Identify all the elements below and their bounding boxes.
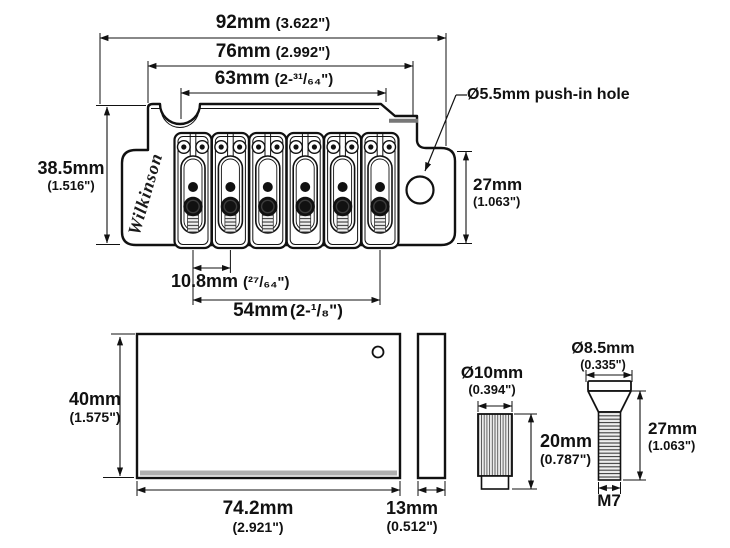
dim-mm-value: Ø10mm	[460, 363, 524, 382]
dim-inch-value: (1.063")	[648, 437, 696, 453]
tremolo-arm-hole	[405, 175, 435, 205]
dim-inch-value: (2.921")	[232, 518, 284, 535]
saddle	[285, 131, 325, 250]
saddles	[173, 131, 400, 250]
dim-mm-value: Ø8.5mm	[571, 340, 635, 357]
dim-inch-value: (1.516")	[47, 177, 95, 193]
dim-mm-value: 27mm	[648, 419, 698, 438]
dim-outer-mount-label: 76mm (2.992")	[216, 42, 331, 62]
dim-screw-head-label: Ø8.5mm (0.335")	[571, 340, 635, 372]
saddle	[323, 131, 363, 250]
dim-bushing-length-label: 20mm (0.787")	[540, 432, 592, 467]
dim-mm-value: 63mm	[214, 68, 270, 89]
bushing-lip	[480, 475, 510, 490]
dim-mm-value: 13mm	[385, 498, 439, 518]
block-side-view	[416, 332, 447, 480]
dim-block-height-label: 40mm (1.575")	[69, 390, 121, 425]
dim-bushing-diameter-label: Ø10mm (0.394")	[461, 364, 523, 396]
dim-inch-value: (0.512")	[386, 517, 438, 534]
dim-inch-value: (0.394")	[468, 381, 516, 397]
dim-inner-span-label: 63mm (2-³¹/₆₄")	[215, 69, 333, 89]
dim-mm-value: 10.8mm	[171, 271, 239, 291]
dim-inch-value: (1.575")	[69, 408, 121, 425]
dim-block-width-label: 74.2mm (2.921")	[223, 499, 294, 535]
plate-inner-edge	[151, 108, 379, 128]
screw-head-cone	[587, 390, 632, 413]
bottom-view-dimensions	[103, 333, 646, 496]
block-front-view	[135, 332, 402, 480]
dim-inch-value: (2.992")	[275, 44, 331, 61]
dim-inch-value: (3.622")	[275, 15, 331, 32]
saddle	[173, 131, 213, 250]
stud-screw	[587, 380, 632, 481]
dim-mm-value: 74.2mm	[222, 498, 294, 519]
bridge-top-view	[120, 102, 457, 250]
dim-inch-value: (2-¹/₈")	[290, 301, 343, 320]
dim-block-thickness-label: 13mm (0.512")	[386, 499, 438, 534]
dim-mm-value: 20mm	[540, 431, 593, 451]
dim-mm-value: 76mm	[215, 41, 271, 62]
top-view-dimensions	[96, 33, 472, 305]
screw-threaded-shaft	[597, 411, 622, 481]
dim-inch-value: (0.335")	[580, 357, 626, 372]
dim-mm-value: 27mm	[473, 175, 523, 194]
push-in-hole-label: Ø5.5mm push-in hole	[467, 86, 630, 103]
screw-head-top	[587, 380, 632, 392]
saddle	[248, 131, 288, 250]
dim-inch-value: (2-³¹/₆₄")	[274, 71, 334, 88]
block-bottom-shade	[140, 470, 397, 476]
block-hole	[371, 345, 385, 359]
dim-string-span-label: 54mm (2-¹/₈")	[233, 301, 343, 321]
dim-depth-label: 38.5mm (1.516")	[37, 159, 104, 193]
screw-thread-label: M7	[597, 491, 621, 510]
dim-string-spacing-label: 10.8mm (²⁷/₆₄")	[171, 272, 289, 291]
anchor-bushing	[477, 413, 513, 490]
dim-screw-length-label: 27mm (1.063")	[648, 420, 697, 452]
saddle	[360, 131, 400, 250]
dim-inch-value: (1.063")	[473, 193, 521, 209]
dim-right-depth-label: 27mm (1.063")	[473, 176, 522, 208]
dim-inch-value: (²⁷/₆₄")	[243, 274, 290, 291]
dim-mm-value: 92mm	[215, 12, 271, 33]
bushing-knurled-body	[477, 413, 513, 477]
dim-mm-value: 40mm	[68, 389, 122, 409]
dim-total-width-label: 92mm (3.622")	[216, 13, 331, 33]
dim-inch-value: (0.787")	[540, 450, 591, 467]
dim-mm-value: 38.5mm	[37, 158, 105, 178]
dim-mm-value: 54mm	[233, 300, 289, 321]
push-in-hole-leader-arrow	[424, 94, 457, 172]
saddle	[210, 131, 250, 250]
